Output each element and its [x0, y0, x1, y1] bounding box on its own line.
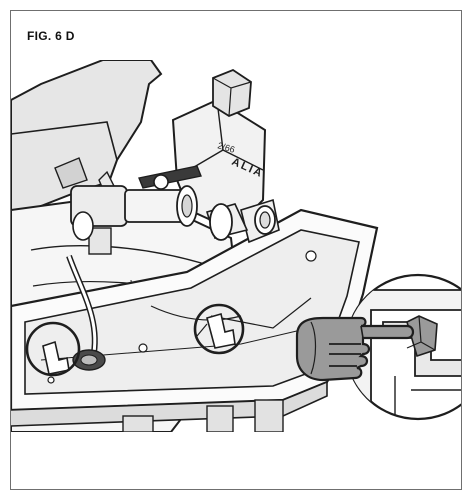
- valve-small-text: 2/66: [216, 140, 236, 154]
- highlight-circle-left: [25, 321, 81, 377]
- highlight-circle-middle: [193, 303, 245, 355]
- pointing-hand-icon: [295, 316, 415, 382]
- ball-valve-pipe: [70, 165, 249, 255]
- device-illustration: 2/66 ALIA: [11, 60, 461, 432]
- support-columns: [122, 399, 284, 432]
- figure-label: FIG. 6 D: [27, 29, 75, 43]
- left-clip: [42, 340, 106, 375]
- middle-clip: [196, 312, 236, 349]
